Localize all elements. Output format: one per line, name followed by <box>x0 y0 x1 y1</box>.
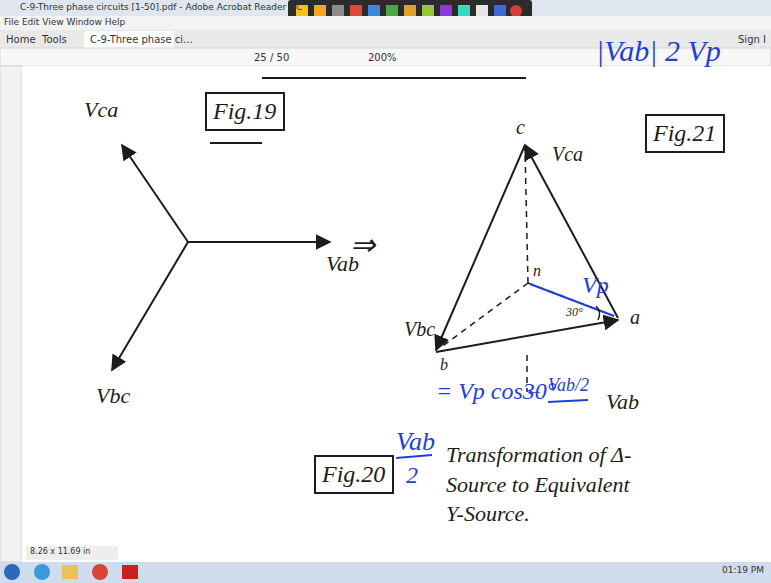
taskbar-icons <box>4 564 138 580</box>
handwritten-label: c <box>516 116 525 138</box>
ui-text: C-9-Three phase ci... <box>90 34 193 45</box>
ui-text: 8.26 x 11.69 in <box>30 548 90 557</box>
delta-triangle <box>436 145 618 352</box>
figure-label: Fig.19 <box>213 98 277 124</box>
ui-text: C-9-Three phase circuits [1-50].pdf - Ad… <box>20 3 302 13</box>
star-dashed-lines <box>440 148 614 392</box>
handwritten-label: Transformation of Δ- Source to Equivalen… <box>446 440 636 529</box>
ui-text: / 50 <box>270 52 289 63</box>
ui-text: Sign I <box>738 34 766 45</box>
handwritten-label: a <box>630 306 640 328</box>
figure-label: Fig.21 <box>653 120 717 146</box>
figure-box: Fig.20 <box>314 455 394 494</box>
handwritten-label: Vbc <box>96 384 130 408</box>
handwritten-label: Vab/2 <box>548 376 589 396</box>
pdf-page <box>22 66 771 562</box>
angle-arc <box>596 306 600 320</box>
ui-text: 01:19 PM <box>722 566 764 576</box>
handwritten-label: Vca <box>552 143 583 165</box>
figure-label: Fig.20 <box>322 461 386 487</box>
handwritten-label: 30° <box>566 306 583 319</box>
handwritten-label: Vab <box>606 390 639 414</box>
handwritten-label: ← <box>524 378 544 400</box>
handwritten-label: |Vab| 2 Vp <box>596 34 721 67</box>
page-size-box <box>26 546 118 560</box>
handwritten-label: Vp <box>582 272 609 298</box>
handwritten-label: Vca <box>84 98 118 122</box>
handwritten-label: Vbc <box>404 318 435 340</box>
handwritten-label: n <box>533 262 541 280</box>
ui-text: 25 <box>254 52 267 63</box>
handwritten-label: 2 <box>406 462 418 488</box>
handwritten-label: ⇒ <box>350 228 375 261</box>
figure-box: Fig.19 <box>205 92 285 131</box>
box-edge <box>262 77 526 79</box>
menu-bar <box>0 16 771 30</box>
toolbar-icons <box>296 5 522 17</box>
taskbar <box>0 562 771 583</box>
ui-text: Tools <box>42 34 67 45</box>
left-sidebar <box>0 66 22 562</box>
underline <box>210 142 262 144</box>
phasor-star <box>112 145 330 370</box>
handwritten-label: Vab <box>396 428 435 457</box>
handwritten-label: b <box>440 356 448 374</box>
ui-text: Home <box>6 34 36 45</box>
ui-text: 200% <box>368 52 397 63</box>
ui-text: File Edit View Window Help <box>4 18 125 28</box>
figure-box: Fig.21 <box>645 114 725 153</box>
